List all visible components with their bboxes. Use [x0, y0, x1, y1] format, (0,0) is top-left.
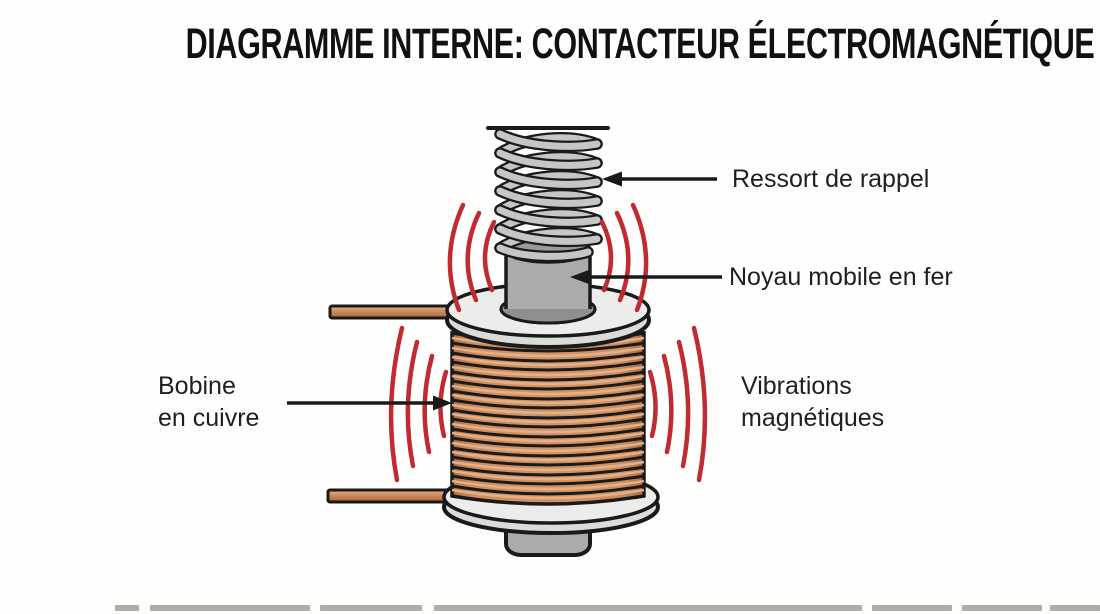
bottom-artifact-segment [872, 605, 952, 611]
spring-arrow-head [602, 171, 622, 187]
hole-front-edge [499, 308, 597, 325]
spring-back-coils [496, 134, 601, 252]
winding-separator-lines [451, 341, 645, 496]
coil-arrow-head [433, 395, 452, 411]
bottom-artifact-bar [0, 604, 1100, 612]
bottom-artifact-segment [434, 605, 862, 611]
label-bobine-line2: en cuivre [158, 404, 260, 432]
label-ressort-text: Ressort de rappel [732, 165, 930, 193]
page-title: DIAGRAMME INTERNE: CONTACTEUR ÉLECTROMAG… [0, 20, 1100, 69]
spring-front-coils [496, 130, 601, 260]
label-noyau-text: Noyau mobile en fer [729, 263, 953, 291]
label-bobine-line1: Bobine [158, 372, 236, 400]
bottom-artifact-segment [150, 605, 310, 611]
hole-front-fill [501, 309, 595, 323]
bottom-artifact-segment [115, 605, 139, 611]
core-arrow-head [570, 269, 590, 285]
annotation-arrows [287, 171, 722, 411]
vibration-arcs-core [447, 202, 649, 313]
label-vibrations-line2: magnétiques [741, 404, 885, 432]
page-title-text: DIAGRAMME INTERNE: CONTACTEUR ÉLECTROMAG… [185, 20, 1095, 68]
label-ressort-de-rappel: Ressort de rappel [732, 163, 929, 195]
bottom-artifact-segment [1050, 605, 1100, 611]
label-vibrations-line1: Vibrations [741, 372, 852, 400]
bottom-artifact-segment [962, 605, 1042, 611]
copper-coil-windings [450, 330, 646, 506]
label-noyau-mobile: Noyau mobile en fer [729, 261, 953, 293]
label-vibrations-magnetiques: Vibrations magnétiques [741, 370, 884, 434]
bottom-artifact-segment [320, 605, 422, 611]
label-bobine-en-cuivre: Bobine en cuivre [158, 370, 259, 434]
return-spring [486, 126, 610, 263]
